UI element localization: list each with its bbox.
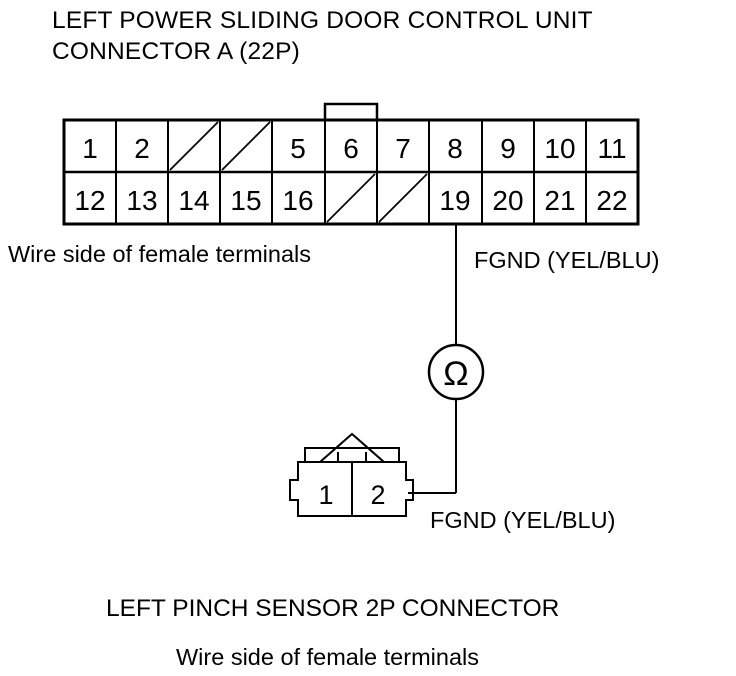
pin-number: 5 xyxy=(290,133,306,164)
connector-a-caption: Wire side of female terminals xyxy=(8,241,311,267)
pin-number: 8 xyxy=(447,133,463,164)
sensor-connector-caption: Wire side of female terminals xyxy=(176,644,479,670)
pin-number: 7 xyxy=(395,133,411,164)
connector-a xyxy=(62,102,640,226)
pin-number: 10 xyxy=(544,133,575,164)
diagram-title-line1: LEFT POWER SLIDING DOOR CONTROL UNIT xyxy=(52,7,593,34)
pin-number: 1 xyxy=(82,133,98,164)
pin-number: 1 xyxy=(318,480,333,510)
connector-a-pin-numbers: 1 2 5 6 7 8 9 10 11 12 13 14 15 16 19 20… xyxy=(74,133,627,216)
pin-number: 21 xyxy=(544,185,575,216)
test-wire xyxy=(408,224,457,494)
ohmmeter-symbol: Ω xyxy=(427,343,485,401)
wire-label-bottom: FGND (YEL/BLU) xyxy=(430,507,616,533)
pin-number: 9 xyxy=(500,133,516,164)
sensor-pin-numbers: 1 2 xyxy=(318,480,385,510)
sensor-connector-housing xyxy=(289,447,414,517)
pin-number: 15 xyxy=(230,185,261,216)
diagram-title-line2: CONNECTOR A (22P) xyxy=(52,38,301,65)
pin-number: 20 xyxy=(492,185,523,216)
pin-number: 22 xyxy=(596,185,627,216)
pin-number: 16 xyxy=(282,185,313,216)
wire-label-top: FGND (YEL/BLU) xyxy=(474,247,660,273)
pin-number: 14 xyxy=(178,185,209,216)
pin-number: 6 xyxy=(343,133,359,164)
ohm-icon: Ω xyxy=(443,355,468,393)
pin-number: 2 xyxy=(370,480,385,510)
sensor-connector-title: LEFT PINCH SENSOR 2P CONNECTOR xyxy=(106,595,560,622)
pin-number: 19 xyxy=(439,185,470,216)
pin-number: 11 xyxy=(597,133,626,164)
pin-number: 12 xyxy=(74,185,105,216)
empty-cavity-slash xyxy=(326,173,376,223)
pin-number: 2 xyxy=(134,133,150,164)
sensor-connector xyxy=(289,432,414,517)
empty-cavity-slash xyxy=(378,173,428,223)
empty-cavity-slash xyxy=(169,121,219,171)
empty-cavity-slash xyxy=(221,121,271,171)
pin-number: 13 xyxy=(126,185,157,216)
connector-a-lock-tab xyxy=(323,102,379,120)
